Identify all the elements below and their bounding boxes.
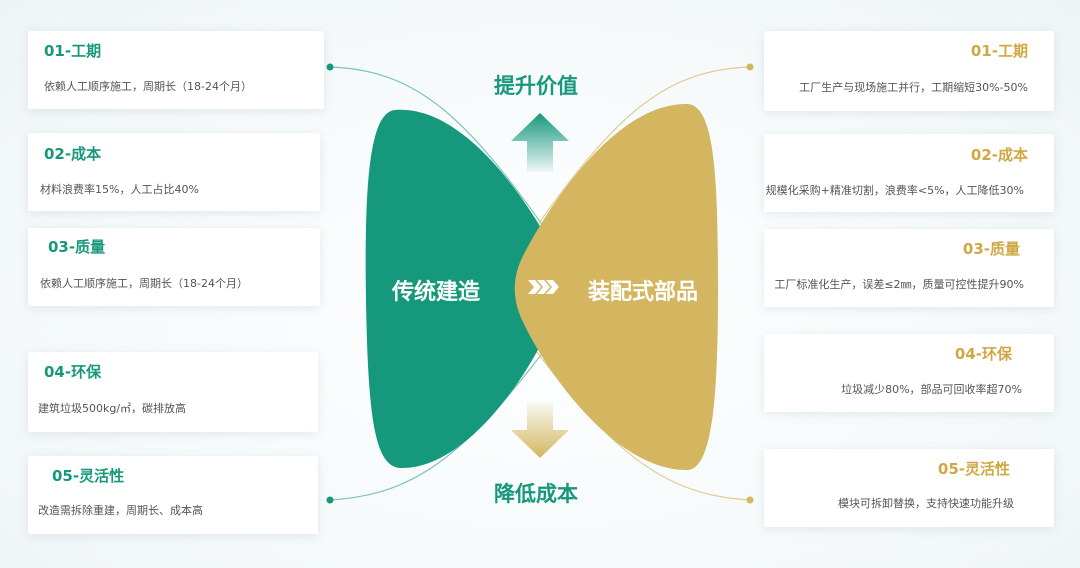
top-label: 提升价值 (494, 74, 578, 98)
dot-left-top (326, 63, 334, 71)
card-desc: 规模化采购+精准切割，浪费率<5%，人工降低30% (765, 184, 1024, 197)
dot-right-top (746, 63, 754, 71)
right-card-quality: 03-质量 工厂标准化生产，误差≤2㎜，质量可控性提升90% (764, 229, 1054, 307)
left-card-environment: 04-环保 建筑垃圾500kg/㎡，碳排放高 (28, 352, 318, 432)
card-title: 05-灵活性 (52, 467, 125, 485)
left-card-schedule: 01-工期 依赖人工顺序施工，周期长（18-24个月） (28, 31, 324, 109)
card-title: 05-灵活性 (937, 460, 1010, 478)
right-card-flexibility: 05-灵活性 模块可拆卸替换，支持快速功能升级 (764, 449, 1054, 527)
card-title: 04-环保 (44, 363, 102, 381)
right-card-schedule: 01-工期 工厂生产与现场施工并行，工期缩短30%-50% (764, 31, 1054, 111)
green-shape (365, 109, 557, 469)
gold-shape (514, 103, 718, 471)
arrow-down-icon (511, 402, 569, 458)
right-card-cost: 02-成本 规模化采购+精准切割，浪费率<5%，人工降低30% (764, 134, 1054, 212)
card-desc: 材料浪费率15%，人工占比40% (40, 183, 199, 196)
chevron-right-icon (528, 280, 559, 294)
curve-left-top (329, 66, 561, 251)
left-card-flexibility: 05-灵活性 改造需拆除重建，周期长、成本高 (28, 456, 318, 534)
dot-right-bottom (746, 496, 754, 504)
bottom-label: 降低成本 (494, 482, 578, 506)
curve-right-top (519, 66, 751, 251)
card-desc: 改造需拆除重建，周期长、成本高 (38, 504, 203, 517)
card-desc: 依赖人工顺序施工，周期长（18-24个月） (40, 277, 248, 290)
card-desc: 垃圾减少80%，部品可回收率超70% (841, 383, 1022, 396)
card-title: 01-工期 (44, 42, 102, 60)
curve-left-bottom (329, 329, 561, 501)
card-desc: 建筑垃圾500kg/㎡，碳排放高 (38, 402, 187, 415)
card-desc: 依赖人工顺序施工，周期长（18-24个月） (44, 80, 252, 93)
left-card-quality: 03-质量 依赖人工顺序施工，周期长（18-24个月） (28, 228, 320, 306)
right-card-environment: 04-环保 垃圾减少80%，部品可回收率超70% (764, 334, 1054, 412)
card-title: 04-环保 (954, 345, 1012, 363)
card-title: 03-质量 (48, 238, 106, 256)
card-desc: 工厂标准化生产，误差≤2㎜，质量可控性提升90% (774, 278, 1024, 291)
card-title: 02-成本 (44, 145, 102, 163)
left-card-cost: 02-成本 材料浪费率15%，人工占比40% (28, 133, 320, 211)
card-title: 03-质量 (962, 240, 1020, 258)
left-shape-label: 传统建造 (392, 280, 481, 305)
card-title: 02-成本 (970, 146, 1028, 164)
card-desc: 模块可拆卸替换，支持快速功能升级 (838, 497, 1014, 510)
card-desc: 工厂生产与现场施工并行，工期缩短30%-50% (799, 81, 1028, 94)
dot-left-bottom (326, 496, 334, 504)
card-title: 01-工期 (970, 42, 1028, 60)
right-shape-label: 装配式部品 (588, 280, 699, 305)
arrow-up-icon (511, 113, 569, 172)
